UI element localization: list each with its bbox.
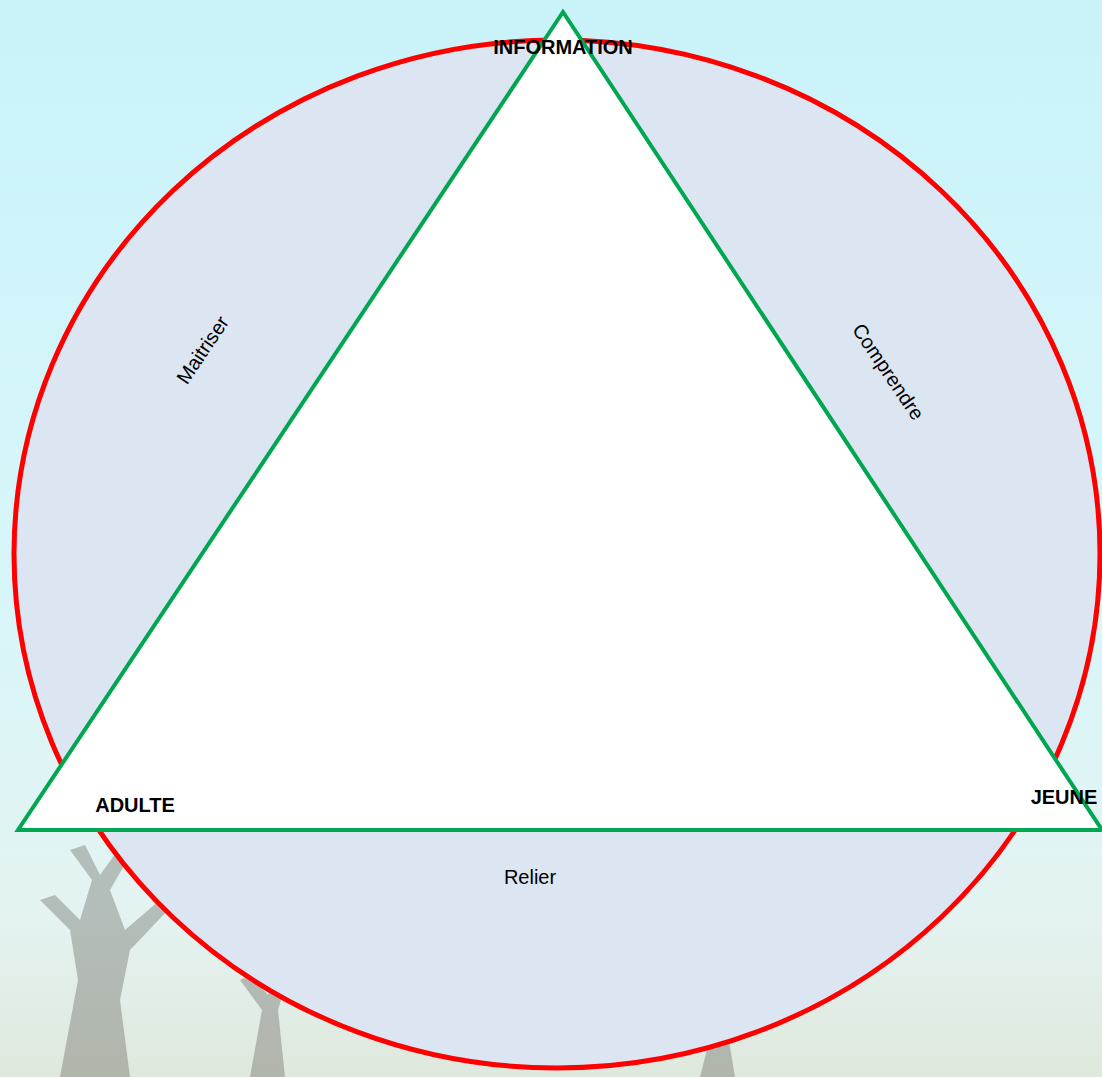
side-label: Comprendre (847, 319, 928, 424)
triangle (18, 12, 1102, 830)
vertex-label: JEUNE (1031, 786, 1098, 809)
vertex-label: INFORMATION (493, 36, 633, 59)
side-label: Relier (504, 866, 556, 889)
side-label: Maitriser (172, 312, 234, 388)
vertex-label: ADULTE (95, 794, 175, 817)
